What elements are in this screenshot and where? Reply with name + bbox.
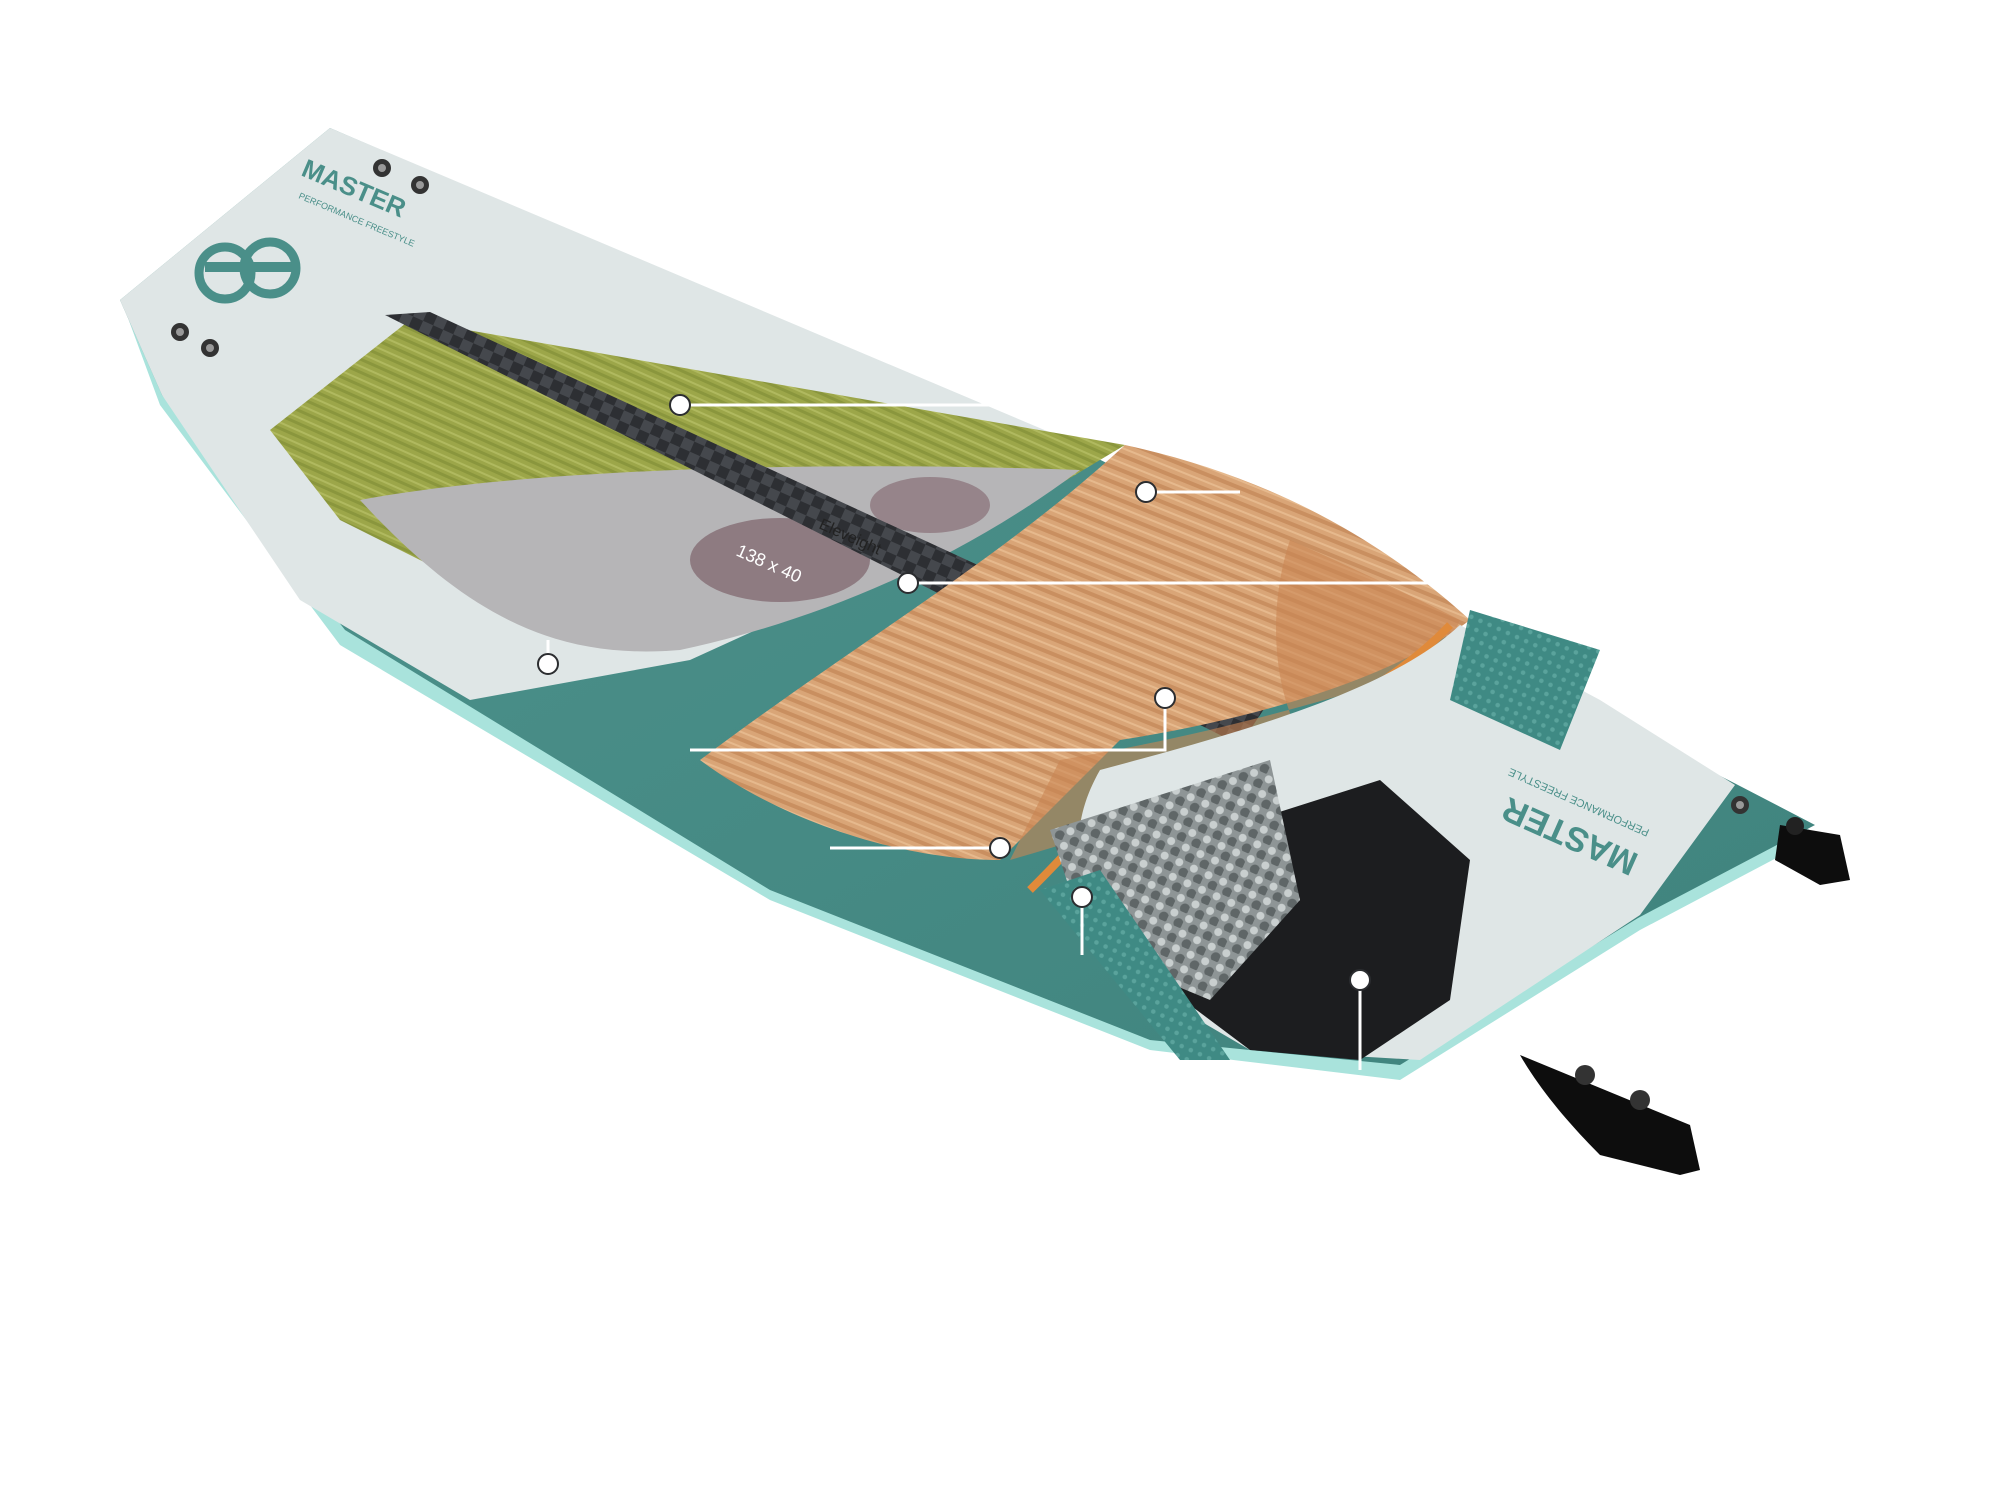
mesh-layer [1040,870,1230,1060]
callout-lines [546,403,1440,1070]
callout-dot[interactable] [1349,969,1371,991]
fin-screw [1630,1090,1650,1110]
fin-screw [1786,817,1804,835]
callout-dot[interactable] [537,653,559,675]
palm-tree-print [690,518,870,602]
palm-tree-print [870,477,990,533]
binding-inserts [171,159,1749,814]
fin-loose [1520,1055,1700,1175]
callout-markers [537,394,1371,991]
fin-rear [1775,825,1850,885]
callout-dot[interactable] [669,394,691,416]
fin-screw [1575,1065,1595,1085]
eleveight-logo-icon [194,237,301,304]
wood-core-panel [700,445,1470,860]
callout-dot[interactable] [897,572,919,594]
callout-dot[interactable] [1071,886,1093,908]
callout-dot[interactable] [1154,687,1176,709]
callout-dot[interactable] [989,837,1011,859]
mesh-layer [1450,610,1600,750]
callout-dot[interactable] [1135,481,1157,503]
